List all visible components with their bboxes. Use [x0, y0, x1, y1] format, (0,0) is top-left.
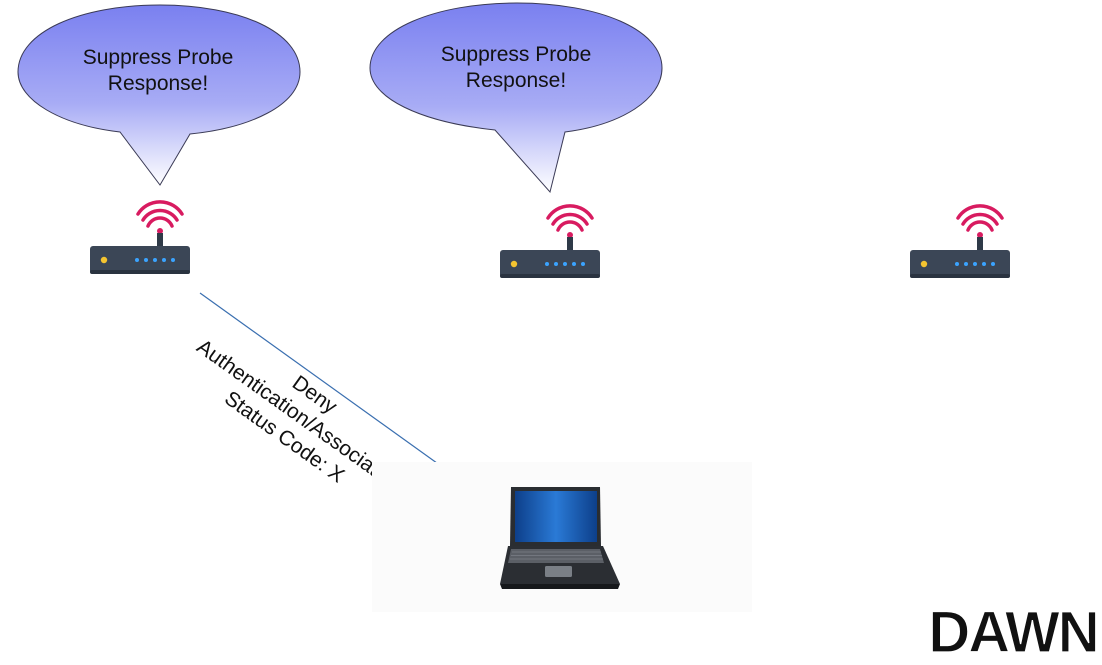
bubble-2-line-2: Response! [466, 69, 566, 92]
router-icon [90, 246, 190, 274]
dawn-logo-text: DAWN [928, 600, 1097, 665]
wifi-signal-icon [136, 200, 184, 234]
wifi-signal-icon [956, 204, 1004, 238]
wifi-signal-icon [546, 204, 594, 238]
bubble-2-line-1: Suppress Probe [441, 43, 592, 66]
router-2 [500, 204, 600, 278]
router-1 [90, 200, 190, 274]
router-icon [910, 250, 1010, 278]
laptop-icon [372, 462, 752, 612]
speech-bubble-1: Suppress Probe Response! [17, 4, 301, 186]
speech-bubble-icon [17, 4, 301, 186]
deny-arrow [199, 292, 449, 472]
bubble-1-line-1: Suppress Probe [83, 46, 234, 69]
dawn-logo: DAWN [928, 599, 1100, 665]
router-3 [910, 204, 1010, 278]
speech-bubble-2: Suppress Probe Response! [369, 2, 663, 194]
bubble-1-line-2: Response! [108, 72, 208, 95]
router-icon [500, 250, 600, 278]
speech-bubble-icon [369, 2, 663, 194]
